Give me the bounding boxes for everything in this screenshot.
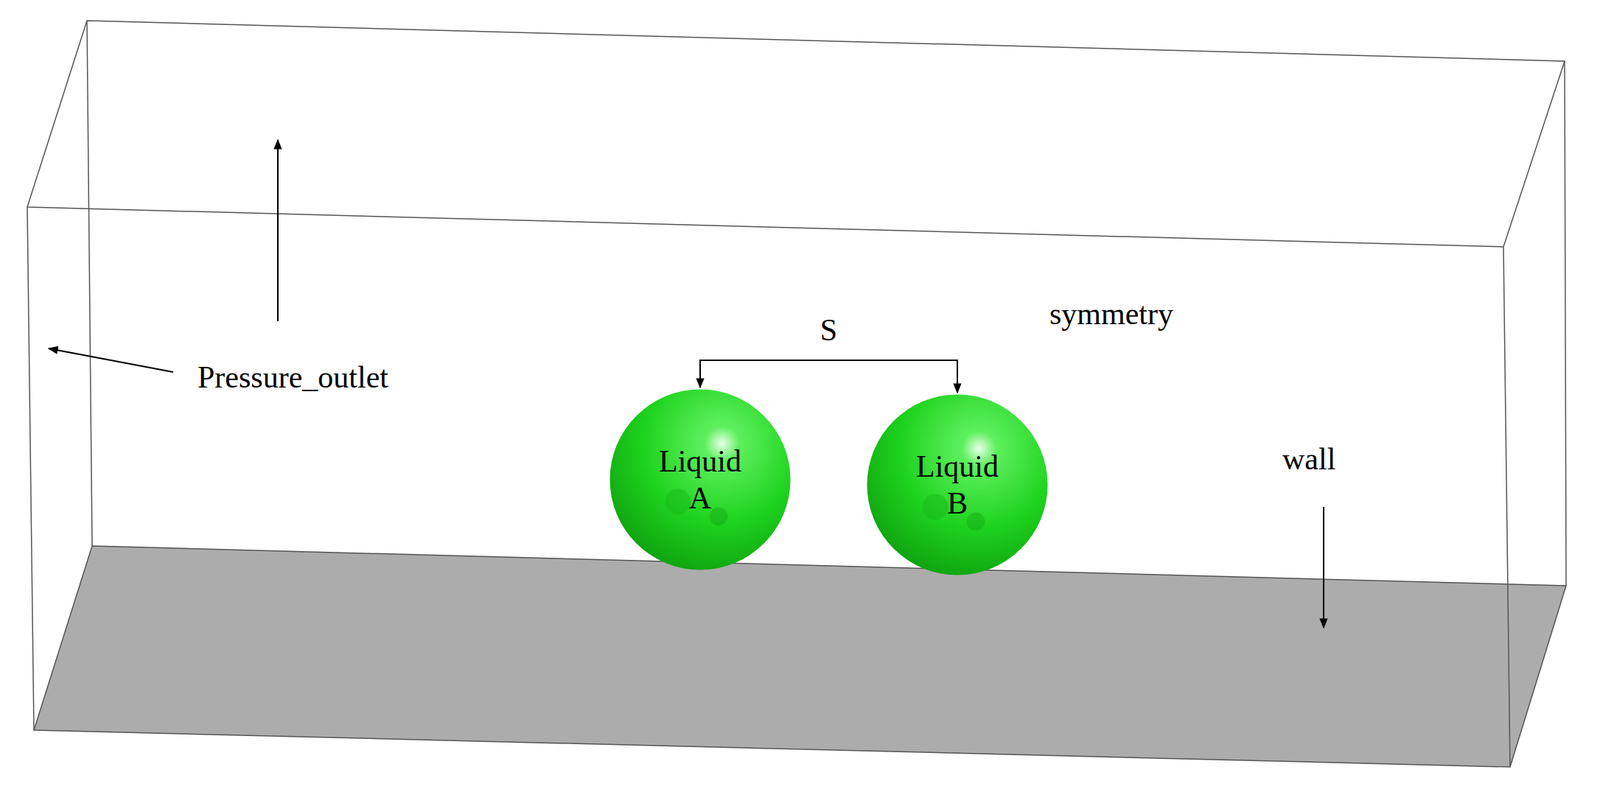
boundary-label: Pressure_outlet: [197, 360, 389, 395]
spacing-label: S: [815, 313, 842, 348]
droplet-shape: [865, 392, 1050, 578]
liquid-label: Liquid B: [905, 448, 1009, 523]
liquid-label: Liquid A: [648, 442, 752, 518]
droplet-shape: [608, 387, 793, 572]
wall-arrow: [1322, 507, 1325, 628]
boundary-label: symmetry: [1049, 297, 1174, 331]
liquid-droplet: Liquid B: [865, 392, 1050, 578]
outlet-arrow-left: [48, 348, 174, 373]
boundary-label: wall: [1282, 442, 1336, 477]
liquid-droplet: Liquid A: [608, 387, 793, 572]
wall-floor: [33, 546, 1567, 768]
outlet-arrow-up: [277, 140, 279, 322]
box-edges: [27, 20, 1567, 768]
spacing-bracket: [700, 360, 958, 393]
